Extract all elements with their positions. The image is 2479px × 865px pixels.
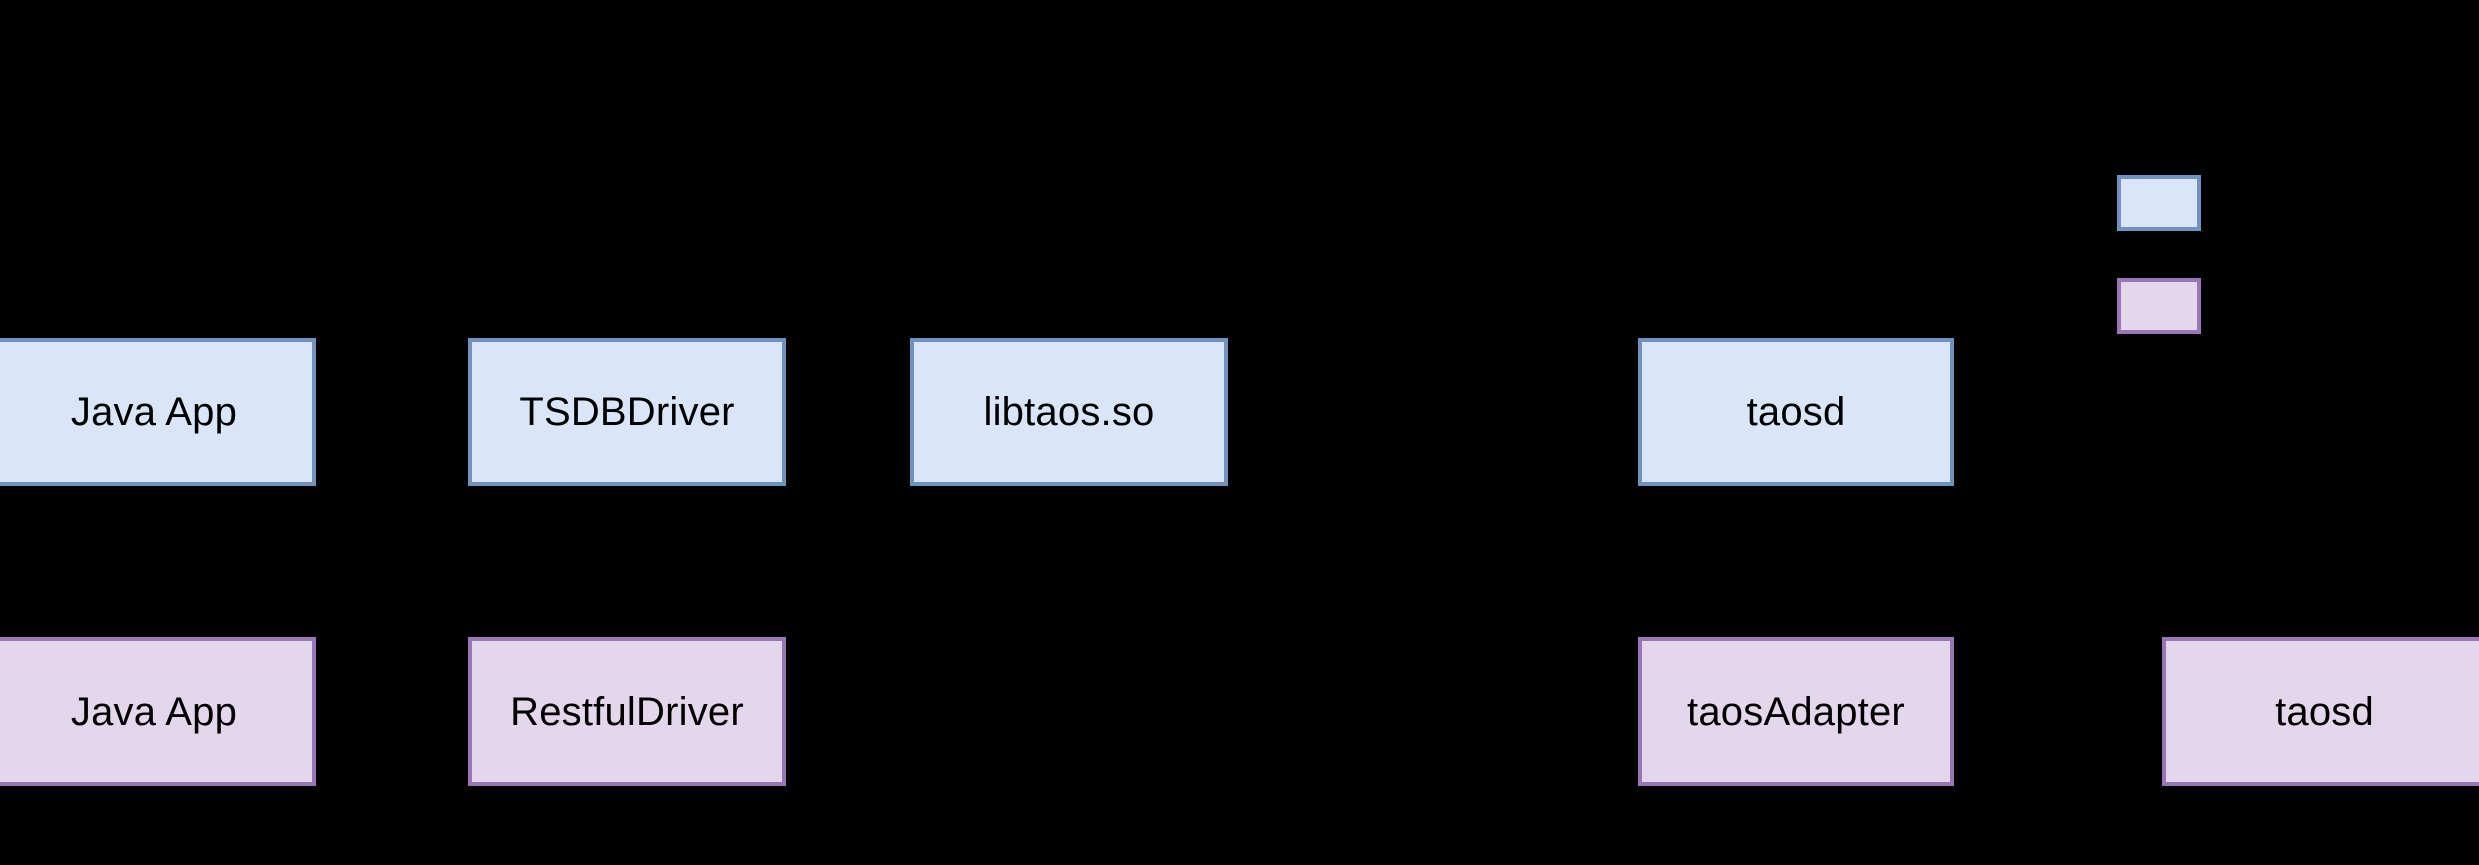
node-label: TSDBDriver: [519, 390, 735, 434]
node-native-java-app[interactable]: Java App: [0, 338, 316, 486]
arrowhead-icon: [901, 406, 910, 418]
connector-edge: [786, 705, 1638, 717]
node-rest-taosadapter[interactable]: taosAdapter: [1638, 637, 1954, 786]
node-rest-taosd[interactable]: taosd: [2162, 637, 2479, 786]
connector-edge: [1228, 406, 1638, 418]
arrowhead-icon: [1228, 406, 1237, 418]
node-native-taosd[interactable]: taosd: [1638, 338, 1954, 486]
arrowhead-icon: [2153, 705, 2162, 717]
node-label: taosd: [2275, 689, 2374, 734]
node-label: RestfulDriver: [510, 689, 744, 734]
arrowhead-icon: [1953, 705, 1962, 717]
legend-swatch-native: [2117, 175, 2201, 231]
node-rest-java-app[interactable]: Java App: [0, 637, 316, 786]
node-label: taosd: [1746, 390, 1846, 434]
node-label: Java App: [70, 390, 238, 434]
arrowhead-icon: [316, 406, 325, 418]
connector-edge: [316, 705, 468, 717]
arrowhead-icon: [316, 705, 325, 717]
node-label: Java App: [70, 689, 238, 734]
node-rest-restfuldriver[interactable]: RestfulDriver: [468, 637, 786, 786]
arrowhead-icon: [786, 406, 795, 418]
arrowhead-icon: [459, 705, 468, 717]
connector-edge: [786, 406, 910, 418]
node-label: taosAdapter: [1687, 689, 1905, 734]
arrowhead-icon: [786, 705, 795, 717]
node-native-tsdbdriver[interactable]: TSDBDriver: [468, 338, 786, 486]
connector-edge: [316, 406, 468, 418]
arrowhead-icon: [1629, 705, 1638, 717]
arrowhead-icon: [459, 406, 468, 418]
legend-swatch-rest: [2117, 278, 2201, 334]
node-native-libtaos[interactable]: libtaos.so: [910, 338, 1228, 486]
connector-edge: [1953, 705, 2162, 717]
arrowhead-icon: [1629, 406, 1638, 418]
node-label: libtaos.so: [983, 390, 1155, 434]
